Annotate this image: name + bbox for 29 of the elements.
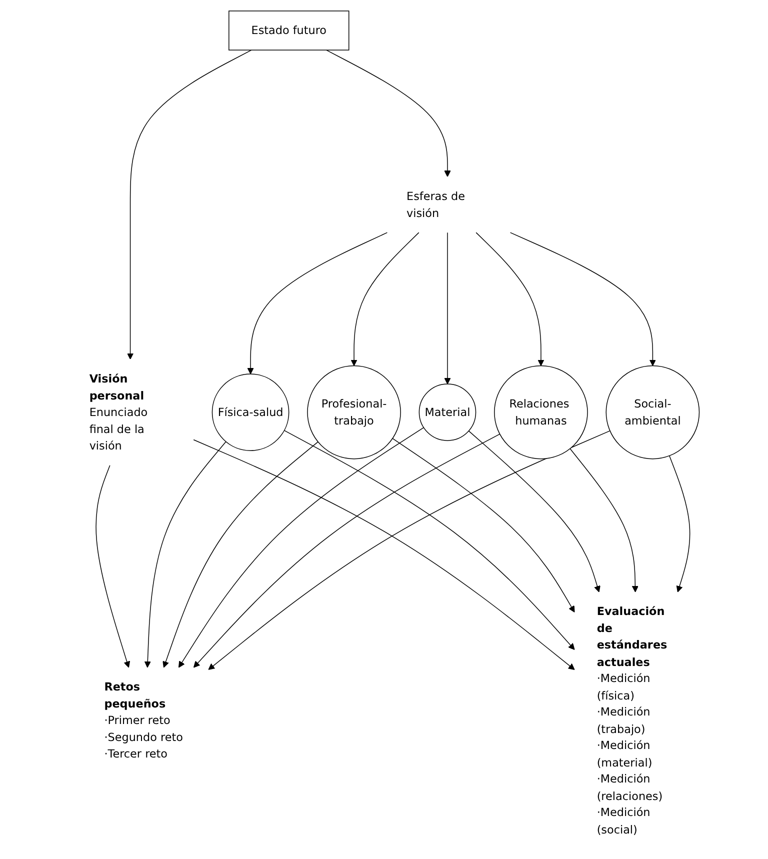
arrow [392,438,575,612]
arrow [468,430,600,592]
arrow [284,430,575,650]
arrow [570,448,638,592]
node-box: Estado futuro [228,10,350,50]
node-circle: Física-salud [212,373,290,450]
arrow [96,464,130,668]
arrow [668,454,690,592]
node-circle: Social-ambiental [606,364,700,459]
arrow [193,438,575,670]
arrow [444,232,451,384]
arrow [476,232,544,366]
arrow [144,440,226,668]
arrow [208,430,610,670]
arrow [126,49,252,360]
node-circle: Profesional-trabajo [307,364,401,459]
node-circle: Relaciones humanas [494,364,588,459]
node-text: Visión personal Enunciado final de la visión [89,371,148,452]
arrow [350,232,420,366]
node-text: Retos pequeños ·Primer reto ·Segundo reto ·Tercer reto [104,680,183,760]
arrow [510,232,656,366]
arrow [178,426,424,668]
node-text: Esferas de visión [406,188,465,220]
node-circle: Material [418,383,476,440]
arrow [193,433,500,668]
arrow [162,441,318,668]
arrow [326,49,451,177]
arrow [247,232,388,374]
node-text: Evaluación de estándares actuales ·Medición (física) ·Medición (trabajo) ·Medición (material) ·Medición (relaciones) ·Medición (social) [596,604,668,836]
